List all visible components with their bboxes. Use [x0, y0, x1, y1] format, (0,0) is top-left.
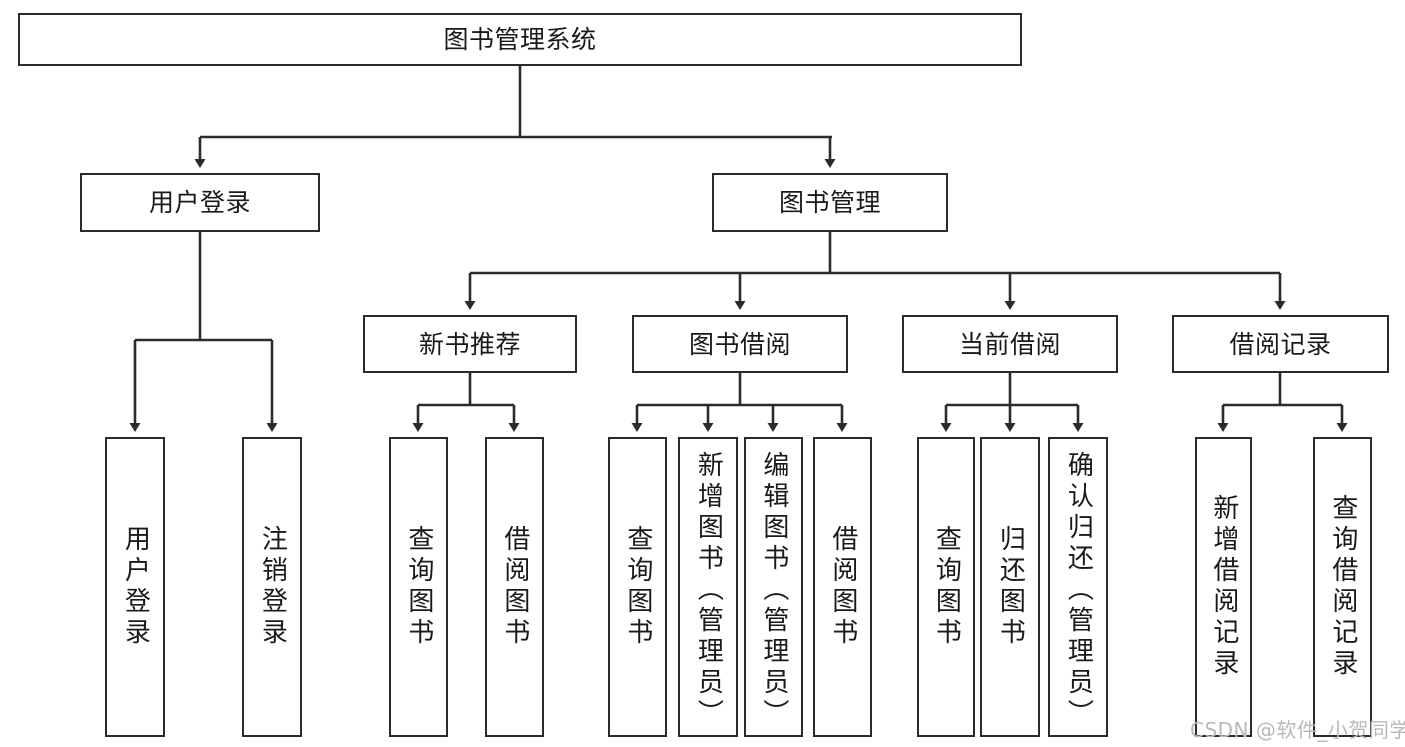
leaf-borrow-book-recommend-label: 借阅图书: [499, 525, 530, 649]
leaf-edit-book-admin-label: 编辑图书（管理员）: [758, 451, 789, 730]
node-root[interactable]: 图书管理系统: [18, 13, 1022, 66]
node-borrow-record[interactable]: 借阅记录: [1172, 315, 1389, 373]
leaf-logout[interactable]: 注销登录: [242, 437, 302, 737]
node-book-manage-label: 图书管理: [778, 188, 881, 217]
leaf-add-borrow-record[interactable]: 新增借阅记录: [1195, 437, 1252, 737]
leaf-add-book-admin[interactable]: 新增图书（管理员）: [678, 437, 738, 737]
leaf-query-book-current-label: 查询图书: [931, 525, 962, 649]
node-borrow-record-label: 借阅记录: [1229, 329, 1332, 359]
node-new-book-recommend-label: 新书推荐: [418, 329, 521, 359]
leaf-query-book-recommend-label: 查询图书: [403, 525, 434, 649]
leaf-edit-book-admin[interactable]: 编辑图书（管理员）: [744, 437, 803, 737]
node-book-manage[interactable]: 图书管理: [712, 173, 948, 232]
leaf-add-book-admin-label: 新增图书（管理员）: [693, 451, 724, 730]
leaf-query-book-recommend[interactable]: 查询图书: [389, 437, 448, 737]
node-root-label: 图书管理系统: [443, 25, 597, 54]
leaf-query-borrow-record[interactable]: 查询借阅记录: [1313, 437, 1372, 737]
node-current-borrow-label: 当前借阅: [958, 329, 1061, 359]
node-current-borrow[interactable]: 当前借阅: [902, 315, 1118, 373]
node-new-book-recommend[interactable]: 新书推荐: [363, 315, 577, 373]
leaf-return-book[interactable]: 归还图书: [980, 437, 1040, 737]
leaf-query-borrow-record-label: 查询借阅记录: [1327, 494, 1358, 680]
leaf-add-borrow-record-label: 新增借阅记录: [1208, 494, 1239, 680]
node-book-borrow[interactable]: 图书借阅: [632, 315, 848, 373]
leaf-user-login-label: 用户登录: [120, 525, 151, 649]
leaf-borrow-book[interactable]: 借阅图书: [813, 437, 872, 737]
leaf-logout-label: 注销登录: [257, 525, 288, 649]
leaf-confirm-return-admin[interactable]: 确认归还（管理员）: [1048, 437, 1108, 737]
leaf-return-book-label: 归还图书: [995, 525, 1026, 649]
csdn-watermark: CSDN @软件_小贺同学: [1190, 718, 1405, 742]
node-user-login-label: 用户登录: [148, 188, 251, 217]
node-user-login[interactable]: 用户登录: [80, 173, 320, 232]
leaf-borrow-book-recommend[interactable]: 借阅图书: [485, 437, 544, 737]
leaf-borrow-book-label: 借阅图书: [827, 525, 858, 649]
leaf-confirm-return-admin-label: 确认归还（管理员）: [1063, 451, 1094, 730]
leaf-query-book-current[interactable]: 查询图书: [917, 437, 975, 737]
leaf-query-book-borrow-label: 查询图书: [622, 525, 653, 649]
leaf-user-login[interactable]: 用户登录: [105, 437, 165, 737]
leaf-query-book-borrow[interactable]: 查询图书: [608, 437, 667, 737]
node-book-borrow-label: 图书借阅: [688, 329, 791, 359]
